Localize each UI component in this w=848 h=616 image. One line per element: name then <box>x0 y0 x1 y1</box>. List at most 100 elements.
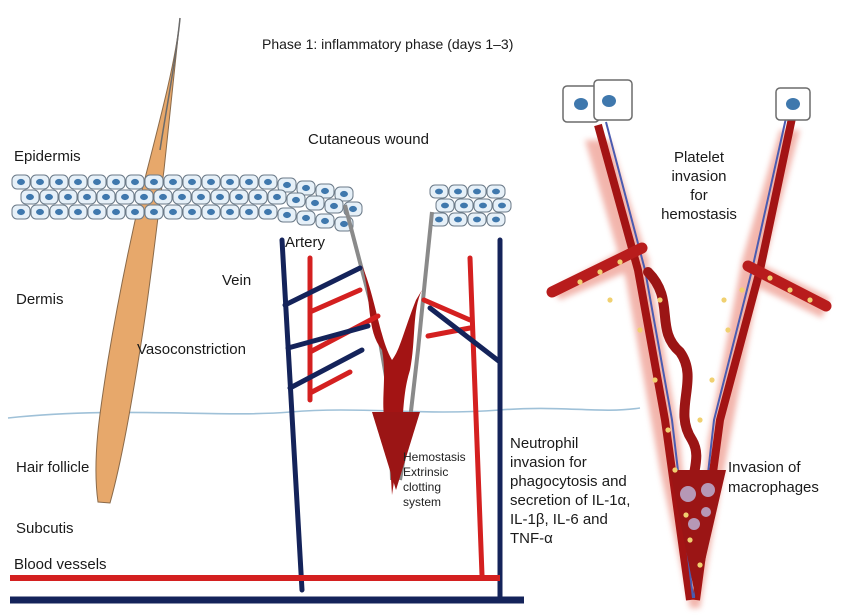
cell-nucleus <box>93 179 101 185</box>
cell-nucleus <box>273 194 281 200</box>
cell-nucleus <box>245 209 253 215</box>
cell-nucleus <box>264 209 272 215</box>
cell-nucleus <box>45 194 53 200</box>
cell-nucleus <box>226 179 234 185</box>
platelet-dot <box>652 377 657 382</box>
cell-nucleus <box>140 194 148 200</box>
platelet-dot <box>597 269 602 274</box>
cell-nucleus <box>112 209 120 215</box>
cell-nucleus <box>55 179 63 185</box>
cell-nucleus <box>498 203 506 209</box>
cell-nucleus <box>64 194 72 200</box>
cell-nucleus <box>83 194 91 200</box>
cell-nucleus <box>235 194 243 200</box>
cell-nucleus <box>55 209 63 215</box>
hair-follicle <box>96 18 180 503</box>
cell-nucleus <box>121 194 129 200</box>
diagram-title: Phase 1: inflammatory phase (days 1–3) <box>262 36 513 52</box>
cell-nucleus <box>178 194 186 200</box>
cell-nucleus <box>283 182 291 188</box>
cell-nucleus <box>454 189 462 195</box>
cell-nucleus <box>226 209 234 215</box>
cell-nucleus <box>349 206 357 212</box>
cell-nucleus <box>321 188 329 194</box>
cell-nucleus <box>188 209 196 215</box>
cell-nucleus <box>492 217 500 223</box>
cell-nucleus <box>74 179 82 185</box>
cell-nucleus <box>216 194 224 200</box>
cell-nucleus <box>169 179 177 185</box>
cell-nucleus <box>36 179 44 185</box>
platelet-dot <box>697 417 702 422</box>
epidermis-cells-right <box>430 185 511 226</box>
cell-nucleus <box>441 203 449 209</box>
cell-nucleus <box>302 215 310 221</box>
cell-nucleus <box>454 217 462 223</box>
label-platelet: Platelet invasion for hemostasis <box>644 148 754 224</box>
cell-nucleus <box>492 189 500 195</box>
platelet-dot <box>787 287 792 292</box>
platelet-dot <box>725 327 730 332</box>
cell-nucleus <box>131 209 139 215</box>
platelet-dot <box>767 275 772 280</box>
cell-nucleus <box>150 209 158 215</box>
label-artery: Artery <box>285 234 325 252</box>
label-cutaneous-wound: Cutaneous wound <box>308 131 429 149</box>
cell-nucleus <box>254 194 262 200</box>
cell-nucleus <box>150 179 158 185</box>
platelet-dot <box>637 327 642 332</box>
cell-nucleus <box>245 179 253 185</box>
label-neutrophil: Neutrophil invasion for phagocytosis and… <box>510 434 630 548</box>
cell-nucleus <box>435 189 443 195</box>
platelet-dot <box>709 377 714 382</box>
cell-nucleus <box>292 197 300 203</box>
cell-nucleus <box>311 200 319 206</box>
cell-nucleus <box>74 209 82 215</box>
cell-nucleus <box>93 209 101 215</box>
cell-nucleus <box>435 217 443 223</box>
platelet-dot <box>617 259 622 264</box>
cell-nucleus <box>17 179 25 185</box>
label-epidermis: Epidermis <box>14 148 81 166</box>
platelet-dot <box>807 297 812 302</box>
platelet-dot <box>739 287 744 292</box>
cell-nucleus <box>26 194 34 200</box>
cell-nucleus <box>17 209 25 215</box>
cell-nucleus <box>340 221 348 227</box>
label-blood-vessels: Blood vessels <box>14 556 107 574</box>
platelet-dot <box>657 297 662 302</box>
platelet-dot <box>607 297 612 302</box>
platelet-dot <box>672 467 677 472</box>
cell-nucleus <box>473 217 481 223</box>
cell-nucleus <box>460 203 468 209</box>
cell-nucleus <box>169 209 177 215</box>
cell-nucleus <box>112 179 120 185</box>
cell-nucleus <box>479 203 487 209</box>
cell-nucleus <box>207 179 215 185</box>
cell-nucleus <box>207 209 215 215</box>
cell-nucleus <box>197 194 205 200</box>
cell-nucleus <box>302 185 310 191</box>
label-hemostasis: Hemostasis Extrinsic clotting system <box>403 450 466 510</box>
platelet-dot <box>665 427 670 432</box>
platelet-dot <box>577 279 582 284</box>
cell-nucleus <box>340 191 348 197</box>
cell-nucleus <box>264 179 272 185</box>
cell-nucleus <box>131 179 139 185</box>
cell-nucleus <box>102 194 110 200</box>
cell-nucleus <box>188 179 196 185</box>
cell-nucleus <box>330 203 338 209</box>
label-macrophages: Invasion of macrophages <box>728 458 819 498</box>
label-dermis: Dermis <box>16 291 64 309</box>
platelet-dot <box>721 297 726 302</box>
label-vasoconstriction: Vasoconstriction <box>137 341 246 359</box>
label-subcutis: Subcutis <box>16 520 74 538</box>
cell-nucleus <box>36 209 44 215</box>
keratinocyte-cells <box>563 80 810 122</box>
platelet-dot <box>687 537 692 542</box>
cell-nucleus <box>473 189 481 195</box>
cell-nucleus <box>159 194 167 200</box>
platelet-dot <box>697 562 702 567</box>
label-vein: Vein <box>222 272 251 290</box>
